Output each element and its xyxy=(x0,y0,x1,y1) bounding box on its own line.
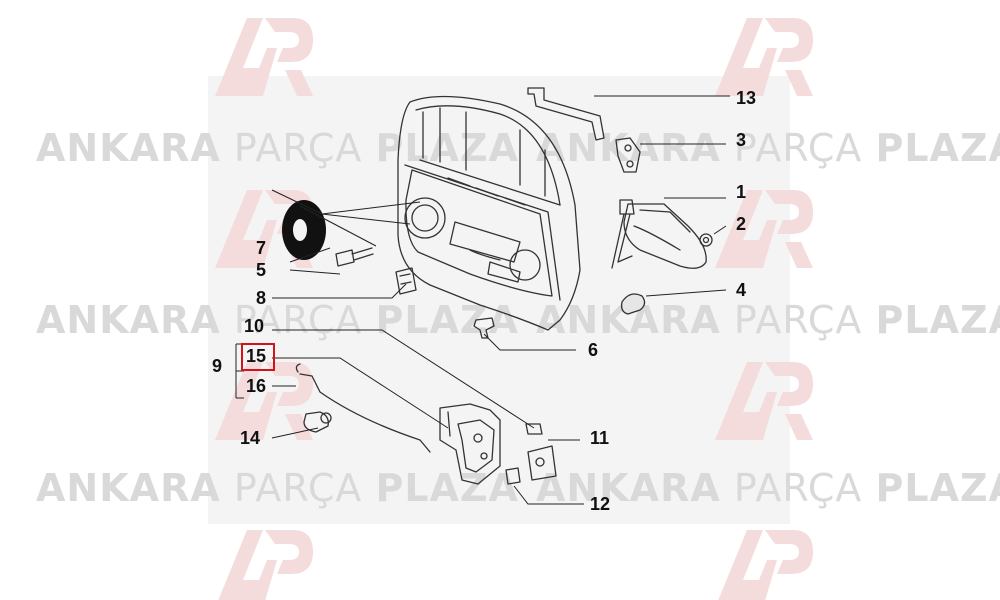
door-panel xyxy=(397,95,581,331)
callout-15[interactable]: 15 xyxy=(246,346,267,366)
lock-cable xyxy=(295,363,431,453)
callout-5[interactable]: 5 xyxy=(256,260,267,280)
leader-lines xyxy=(235,95,730,505)
watermark-logo xyxy=(718,530,813,600)
watermark-logo xyxy=(215,18,313,96)
outer-door-handle xyxy=(611,199,707,269)
callout-9[interactable]: 9 xyxy=(212,356,223,376)
lock-screw xyxy=(525,423,543,435)
callout-4[interactable]: 4 xyxy=(736,280,747,300)
striker-bolt xyxy=(505,467,521,485)
callout-1[interactable]: 1 xyxy=(736,182,747,202)
callout-11[interactable]: 11 xyxy=(590,428,610,448)
watermark-logo xyxy=(715,362,813,440)
watermark-text: ANKARA PARÇA PLAZA xyxy=(536,126,1000,170)
callout-13[interactable]: 13 xyxy=(736,88,757,108)
callout-2[interactable]: 2 xyxy=(736,214,747,234)
screw xyxy=(335,247,374,267)
watermark-text: ANKARA PARÇA PLAZA xyxy=(36,298,519,342)
selected-callout-highlight xyxy=(241,343,275,371)
nut xyxy=(699,233,713,247)
inner-handle-rod xyxy=(527,87,605,141)
callout-10[interactable]: 10 xyxy=(244,316,265,336)
lock-cap xyxy=(620,293,646,315)
door-striker xyxy=(527,445,557,481)
watermark-logo xyxy=(715,18,813,96)
callout-14[interactable]: 14 xyxy=(240,428,261,448)
callout-8[interactable]: 8 xyxy=(256,288,267,308)
push-clip xyxy=(473,317,495,339)
callout-12[interactable]: 12 xyxy=(590,494,611,514)
callout-3[interactable]: 3 xyxy=(736,130,747,150)
door-stop-bushing xyxy=(303,411,332,433)
watermark-text: ANKARA PARÇA PLAZA xyxy=(536,466,1000,510)
watermark-text: ANKARA PARÇA PLAZA xyxy=(36,466,519,510)
callout-7[interactable]: 7 xyxy=(256,238,267,258)
watermark-text: ANKARA PARÇA PLAZA xyxy=(36,126,519,170)
door-lock-body xyxy=(439,403,501,485)
handle-bracket xyxy=(615,137,641,173)
watermark-logo xyxy=(215,362,313,440)
callout-16[interactable]: 16 xyxy=(246,376,267,396)
diagram-panel xyxy=(208,76,790,524)
watermark-logo xyxy=(218,530,313,600)
watermark-logo xyxy=(715,190,813,268)
speaker-gasket xyxy=(282,200,326,260)
watermark-text: ANKARA PARÇA PLAZA xyxy=(536,298,1000,342)
retaining-clip xyxy=(395,267,417,295)
callout-6[interactable]: 6 xyxy=(588,340,599,360)
